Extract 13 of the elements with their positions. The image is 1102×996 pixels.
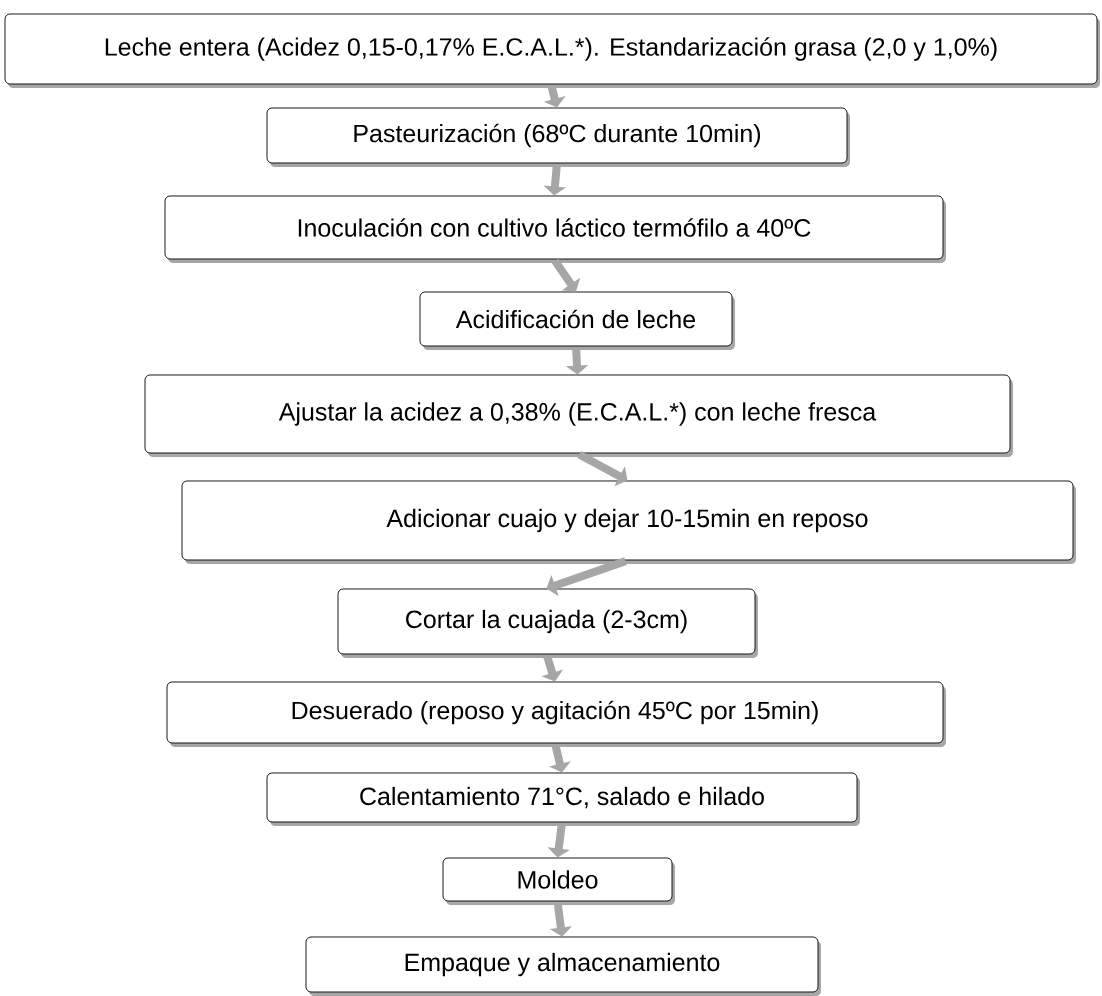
process-box: Ajustar la acidez a 0,38% (E.C.A.L.*) con leche fresca: [144, 374, 1013, 457]
process-box: Calentamiento 71°C, salado e hilado: [266, 772, 860, 826]
arrow: [551, 258, 581, 292]
process-box: Acidificación de leche: [419, 291, 735, 350]
process-box: Empaque y almacenamiento: [305, 936, 821, 996]
process-box: Pasteurización (68ºC durante 10min): [266, 107, 850, 167]
process-box: Adicionar cuajo y dejar 10-15min en reposo: [181, 480, 1076, 564]
arrow: [546, 557, 627, 597]
process-box: Desuerado (reposo y agitación 45ºC por 15min): [166, 681, 946, 747]
process-box: Leche entera (Acidez 0,15-0,17% E.C.A.L.*). Estandarización grasa (2,0 y 1,0%): [4, 13, 1100, 88]
process-box: Cortar la cuajada (2-3cm): [337, 588, 758, 658]
process-box: Inoculación con cultivo láctico termófilo a 40ºC: [164, 195, 946, 263]
process-box: Moldeo: [442, 857, 675, 905]
